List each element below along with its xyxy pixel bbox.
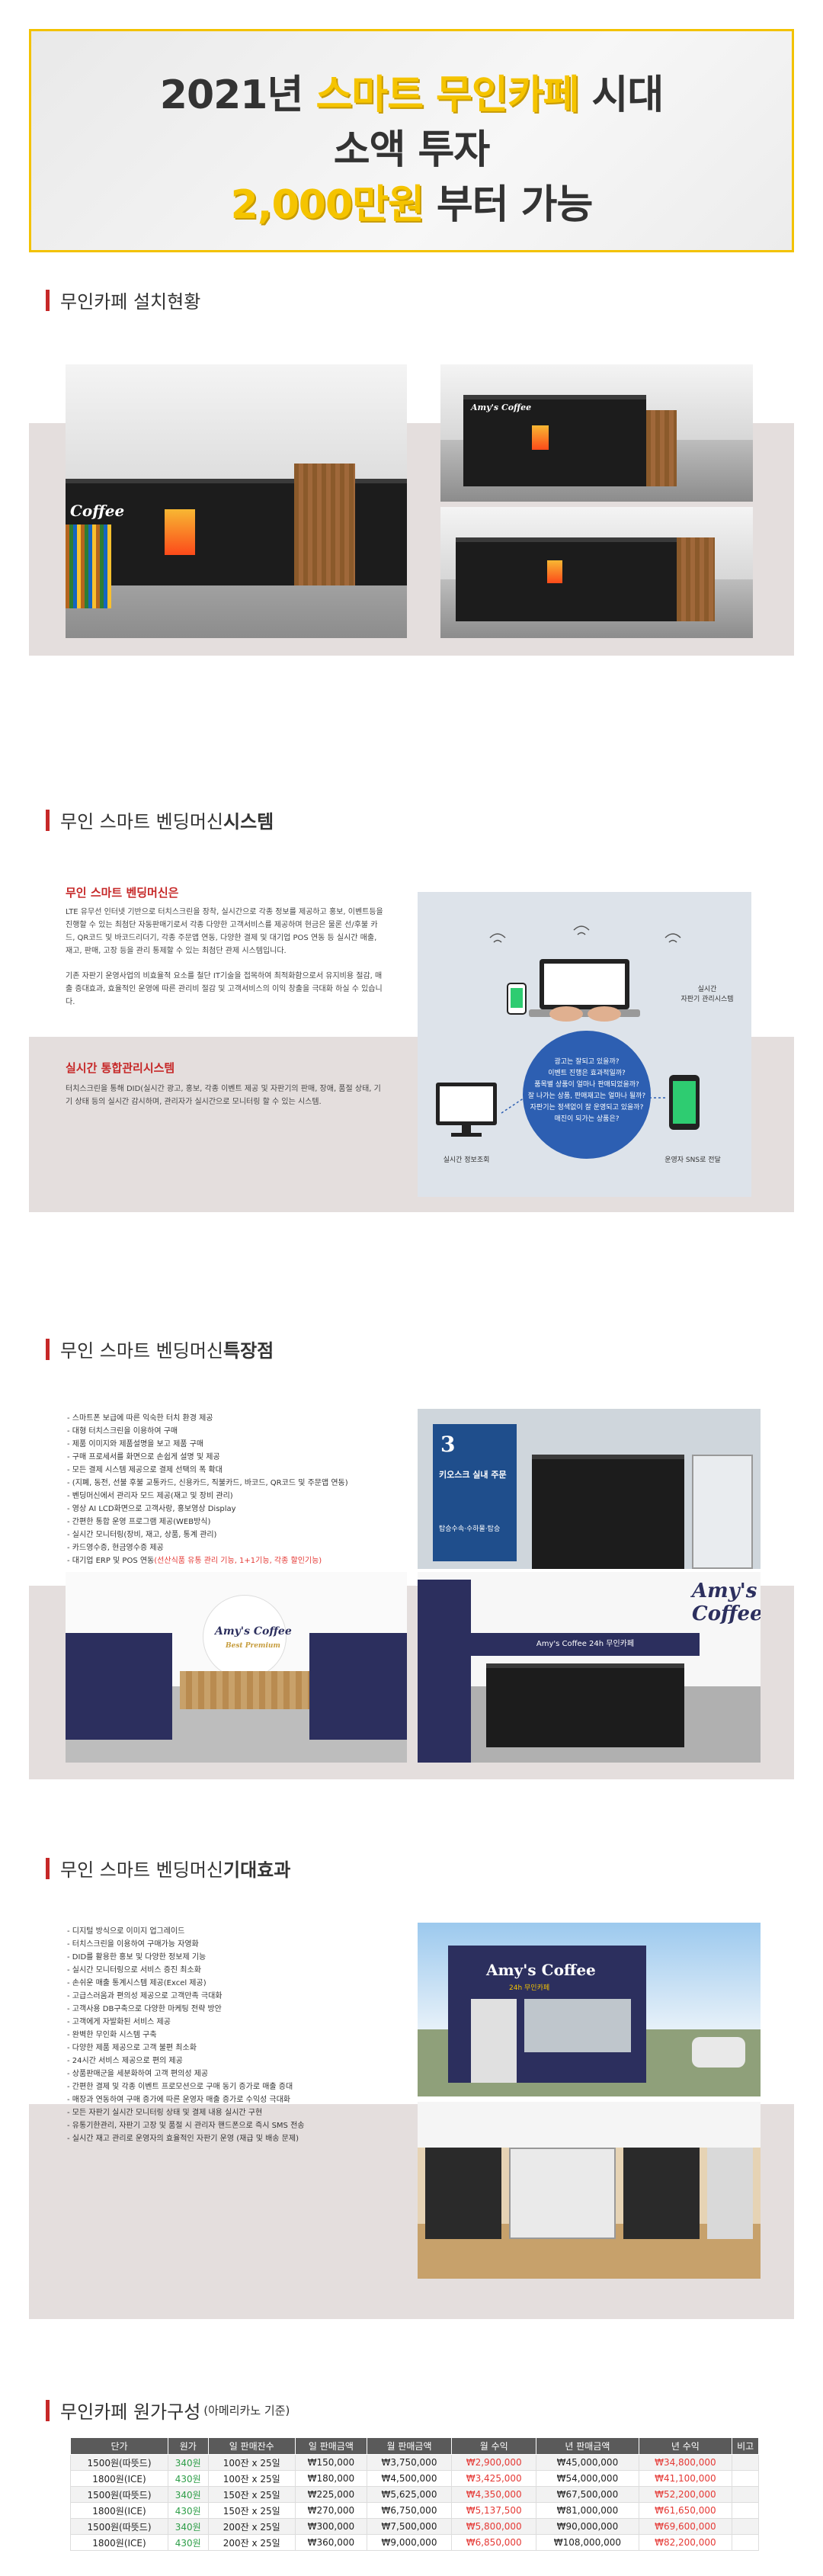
list-item: 대형 터치스크린을 이용하여 구매: [67, 1425, 402, 1438]
section-title-pricing: 무인카페 원가구성(아메리카노 기준): [46, 2397, 290, 2424]
list-item: 실시간 모니터링(장비, 재고, 상품, 통계 관리): [67, 1529, 402, 1541]
list-item: DID를 활용한 홍보 및 다양한 정보제 기능: [67, 1951, 372, 1964]
list-item: 제품 이미지와 제품설명을 보고 제품 구매: [67, 1438, 402, 1451]
column-header: 월 수익: [451, 2437, 537, 2455]
list-item: 손쉬운 매출 통계시스템 제공(Excel 제공): [67, 1977, 372, 1990]
kiosk-sign-number: 3: [440, 1432, 456, 1457]
column-header: 년 수익: [638, 2437, 733, 2455]
list-item: 고객사용 DB구축으로 다양한 마케팅 전략 방안: [67, 2003, 372, 2016]
table-header-row: 단가 원가 일 판매잔수 일 판매금액 월 판매금액 월 수익 년 판매금액 년…: [70, 2437, 759, 2455]
section-title-install: 무인카페 설치현황: [46, 287, 200, 313]
hero-banner: 2021년 스마트 무인카페 시대 소액 투자 2,000만원 부터 가능: [29, 29, 794, 252]
list-item: 완벽한 무인화 시스템 구축: [67, 2029, 372, 2042]
hero-line-1: 2021년 스마트 무인카페 시대: [159, 72, 664, 118]
amys-logo-sub: Best Premium: [226, 1642, 280, 1650]
photo-store-exterior: Amy's Coffee 24h 무인카페: [418, 1923, 761, 2096]
list-item: 실시간 모니터링으로 서비스 증진 최소화: [67, 1964, 372, 1977]
list-item: 24시간 서비스 제공으로 편의 제공: [67, 2055, 372, 2068]
system-heading: 무인 스마트 벤딩머신은: [66, 886, 179, 900]
coffee-sign: Coffee: [70, 502, 125, 520]
hero-line-3: 2,000만원 부터 가능: [230, 182, 594, 228]
list-item: 고급스러움과 편의성 제공으로 고객만족 극대화: [67, 1990, 372, 2003]
diagram-label-top: 실시간 자판기 관리시스템: [680, 986, 734, 1003]
system-paragraph-2: 기존 자판기 운영사업의 비효율적 요소를 철단 IT기술을 접목하여 최적화함…: [66, 972, 383, 1006]
diagram-circle: 광고는 잘되고 있을까? 이벤트 진행은 효과적일까? 품목별 상품이 얼마나 …: [523, 1031, 651, 1159]
section-title-system: 무인 스마트 벤딩머신 시스템: [46, 807, 274, 833]
list-item: 간편한 통합 운영 프로그램 제공(WEB방식): [67, 1516, 402, 1529]
column-header: 일 판매금액: [294, 2437, 367, 2455]
list-item: 다양한 제품 제공으로 고객 불편 최소화: [67, 2042, 372, 2055]
photo-store-interior: [418, 2102, 761, 2279]
list-item: 실시간 재고 관리로 운영자의 효율적인 자판기 운영 (재급 및 배송 문제): [67, 2132, 372, 2145]
kiosk-sign-sub: 탑승수속·수하물·탑승: [439, 1525, 501, 1533]
features-list: 스마트폰 보급에 따른 익숙한 터치 환경 제공 대형 터치스크린을 이용하여 …: [67, 1412, 402, 1567]
list-item: 유통기한관리, 자판기 고장 및 품절 시 관리자 핸드폰으로 즉시 SMS 전…: [67, 2119, 372, 2132]
list-item: 터치스크린을 이용하여 구매가능 자영화: [67, 1938, 372, 1951]
hero-highlight: 스마트 무인카페: [315, 72, 579, 118]
store-banner: Amy's Coffee 24h 무인카페: [471, 1633, 700, 1656]
photo-cafe-main: Coffee: [66, 364, 407, 638]
list-item: 스마트폰 보급에 따른 익숙한 터치 환경 제공: [67, 1412, 402, 1425]
photo-store-render-1: Amy's Coffee Best Premium: [66, 1572, 407, 1763]
list-item: 대기업 ERP 및 POS 연동(선산식품 유통 관리 기능, 1+1기능, 각…: [67, 1554, 402, 1567]
photo-cafe-3: [440, 507, 753, 638]
column-header: 단가: [70, 2437, 168, 2455]
column-header: 일 판매잔수: [207, 2437, 296, 2455]
list-item: 벤딩머신에서 관리자 모드 제공(재고 및 장비 관리): [67, 1490, 402, 1503]
list-item: 구매 프로세서를 화면으로 손쉽게 설명 및 제공: [67, 1451, 402, 1464]
diagram-label-left: 실시간 정보조회: [443, 1156, 490, 1164]
amys-wall-logo: Amy's Coffee: [692, 1580, 761, 1625]
photo-cafe-2: Amy's Coffee: [440, 364, 753, 502]
list-item: 카드영수증, 현금영수증 제공: [67, 1541, 402, 1554]
store-exterior-sub: 24h 무인카페: [509, 1984, 550, 1992]
realtime-paragraph: 터치스크린을 통해 DID(실시간 광고, 홍보, 각종 이벤트 제공 및 자판…: [66, 1085, 381, 1106]
list-item: 디지털 방식으로 이미지 업그레이드: [67, 1925, 372, 1938]
hero-price-highlight: 2,000만원: [230, 182, 424, 228]
system-diagram: 광고는 잘되고 있을까? 이벤트 진행은 효과적일까? 품목별 상품이 얼마나 …: [418, 892, 751, 1197]
column-header: 비고: [732, 2437, 759, 2455]
list-item: (지폐, 동전, 선불 후불 교통카드, 신용카드, 직불카드, 바코드, QR…: [67, 1477, 402, 1490]
column-header: 월 판매금액: [366, 2437, 453, 2455]
photo-store-render-2: Amy's Coffee 24h 무인카페 Amy's Coffee: [418, 1572, 761, 1763]
pricing-table: 단가 원가 일 판매잔수 일 판매금액 월 판매금액 월 수익 년 판매금액 년…: [70, 2437, 759, 2551]
smartphone-icon: [669, 1075, 700, 1130]
amys-coffee-sign: Amy's Coffee: [471, 403, 532, 412]
section-title-effects: 무인 스마트 벤딩머신 기대효과: [46, 1855, 290, 1881]
list-item: 모든 결제 시스템 제공으로 결제 선택의 폭 확대: [67, 1464, 402, 1477]
list-item: 매장과 연동하여 구매 증가에 따른 운영자 매출 증가로 수익성 극대화: [67, 2093, 372, 2106]
list-item: 고객에게 자발화된 서비스 제공: [67, 2016, 372, 2029]
list-item: 영상 AI LCD화면으로 고객사랑, 홍보영상 Display: [67, 1503, 402, 1516]
kiosk-sign-text: 키오스크 실내 주문: [439, 1470, 507, 1480]
list-item: 상품판매군을 세분화하여 고객 편의성 제공: [67, 2068, 372, 2080]
section-title-features: 무인 스마트 벤딩머신 특장점: [46, 1336, 274, 1362]
store-exterior-sign: Amy's Coffee: [486, 1961, 596, 1979]
photo-airport-kiosk: 3 키오스크 실내 주문 탑승수속·수하물·탑승: [418, 1409, 761, 1569]
phone-icon: [507, 983, 527, 1015]
system-paragraph-1: LTE 유무선 인터넷 기반으로 터치스크린을 장착, 실시간으로 각종 정보를…: [66, 908, 383, 955]
hero-line-2: 소액 투자: [333, 127, 490, 173]
diagram-label-right: 운영자 SNS로 전달: [664, 1156, 721, 1164]
effects-list: 디지털 방식으로 이미지 업그레이드 터치스크린을 이용하여 구매가능 자영화 …: [67, 1925, 372, 2145]
column-header: 년 판매금액: [536, 2437, 639, 2455]
diagram-graphics: [436, 925, 700, 1137]
monitor-icon: [436, 1083, 497, 1137]
column-header: 원가: [167, 2437, 209, 2455]
list-item: 간편한 결제 및 각종 이벤트 프로모션으로 구매 동기 증가로 매출 증대: [67, 2080, 372, 2093]
realtime-heading: 실시간 통합관리시스템: [66, 1061, 175, 1075]
amys-logo: Amy's Coffee: [215, 1625, 292, 1638]
laptop-icon: [529, 959, 640, 1022]
list-item: 모든 자판기 실시간 모니터링 상태 및 결제 내용 실시간 구현: [67, 2106, 372, 2119]
